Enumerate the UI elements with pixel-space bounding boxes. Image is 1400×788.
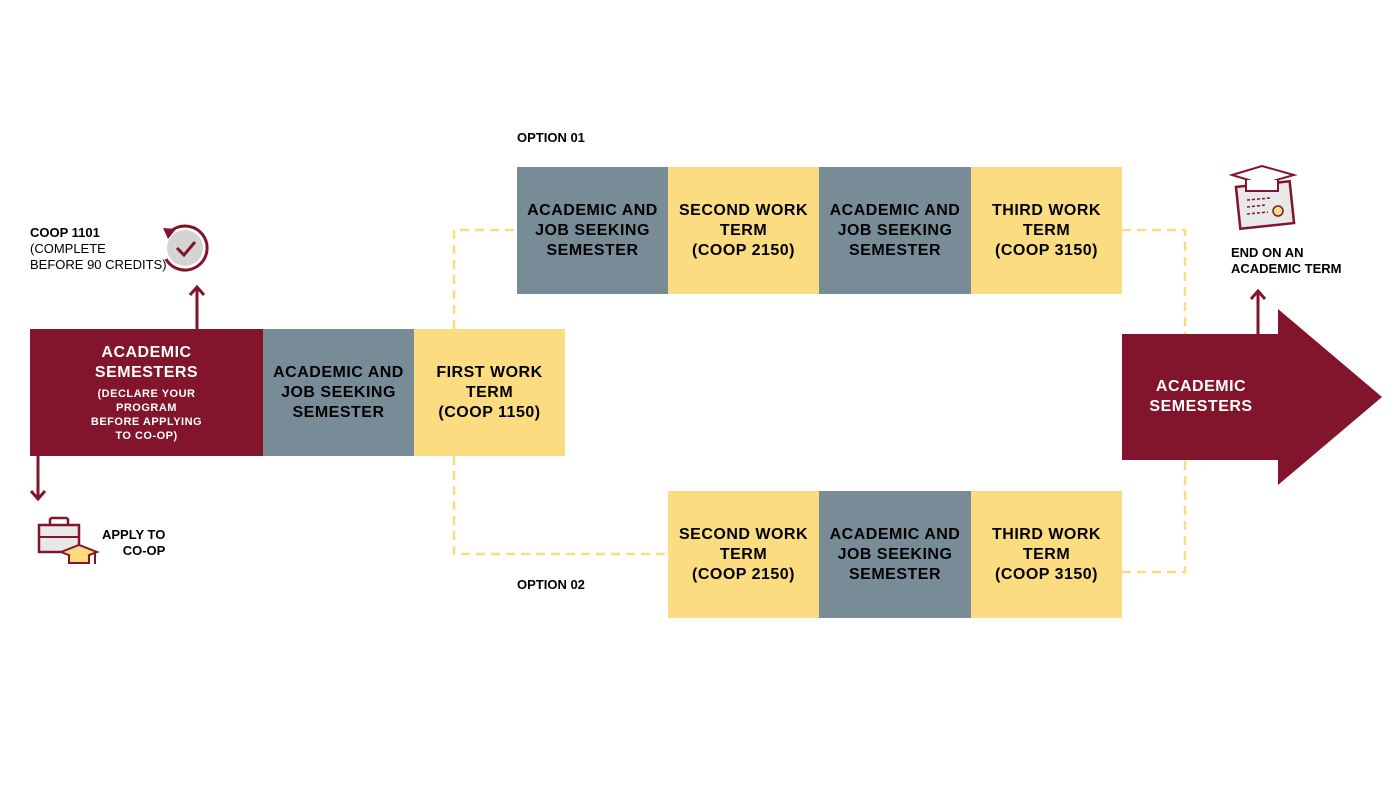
option2-connector-out bbox=[1122, 460, 1187, 574]
option2-job-seeking-box: ACADEMIC AND JOB SEEKING SEMESTER bbox=[819, 491, 971, 618]
job-seeking-line2: JOB SEEKING bbox=[281, 383, 396, 401]
first-work-term-box: FIRST WORK TERM (COOP 1150) bbox=[414, 329, 565, 456]
first-work-line2: TERM bbox=[465, 383, 514, 401]
option2-second-work-box: SECOND WORK TERM (COOP 2150) bbox=[668, 491, 819, 618]
option1-box3-line2: JOB SEEKING bbox=[837, 221, 953, 239]
option2-box2-line1: ACADEMIC AND bbox=[829, 525, 961, 543]
option2-box3-line2: TERM bbox=[1022, 545, 1071, 563]
first-work-line1: FIRST WORK bbox=[436, 363, 543, 381]
option2-box2-line2: JOB SEEKING bbox=[837, 545, 953, 563]
refresh-check-icon bbox=[163, 224, 209, 272]
first-work-line3: (COOP 1150) bbox=[438, 403, 541, 421]
job-seeking-box-main: ACADEMIC AND JOB SEEKING SEMESTER bbox=[263, 329, 414, 456]
option2-connector-in bbox=[452, 456, 668, 556]
option1-box2-line2: TERM bbox=[719, 221, 768, 239]
final-arrow-shape bbox=[1122, 309, 1382, 485]
option1-box1-line2: JOB SEEKING bbox=[535, 221, 650, 239]
academic-semesters-note1: (DECLARE YOUR bbox=[97, 387, 196, 400]
option1-connector-in bbox=[452, 228, 517, 329]
job-seeking-line3: SEMESTER bbox=[292, 403, 385, 421]
option1-box2-line1: SECOND WORK bbox=[678, 201, 809, 219]
option2-box3-line1: THIRD WORK bbox=[992, 525, 1101, 543]
end-line2: ACADEMIC TERM bbox=[1231, 261, 1342, 276]
diploma-graduation-icon bbox=[1228, 164, 1298, 231]
coop1101-title: COOP 1101 bbox=[30, 225, 100, 240]
briefcase-graduation-icon bbox=[37, 516, 100, 564]
up-arrow-end bbox=[1249, 288, 1267, 334]
apply-line2: CO-OP bbox=[122, 543, 166, 558]
end-label: END ON AN ACADEMIC TERM bbox=[1231, 245, 1342, 277]
option1-box3-line3: SEMESTER bbox=[848, 241, 941, 259]
option1-box4-line1: THIRD WORK bbox=[992, 201, 1101, 219]
option2-box1-line3: (COOP 2150) bbox=[691, 565, 796, 583]
coop1101-line2: BEFORE 90 CREDITS) bbox=[30, 257, 167, 272]
job-seeking-line1: ACADEMIC AND bbox=[273, 363, 404, 381]
option1-box1-line1: ACADEMIC AND bbox=[527, 201, 658, 219]
option1-third-work-box: THIRD WORK TERM (COOP 3150) bbox=[971, 167, 1122, 294]
option1-second-work-box: SECOND WORK TERM (COOP 2150) bbox=[668, 167, 819, 294]
up-arrow-coop1101 bbox=[188, 284, 206, 329]
option1-connector-out bbox=[1122, 228, 1187, 335]
option1-box4-line2: TERM bbox=[1022, 221, 1071, 239]
academic-semesters-line2: SEMESTERS bbox=[94, 363, 199, 381]
coop1101-label: COOP 1101 (COMPLETE BEFORE 90 CREDITS) bbox=[30, 225, 167, 273]
option2-box1-line1: SECOND WORK bbox=[678, 525, 809, 543]
final-line2: SEMESTERS bbox=[1149, 398, 1253, 415]
final-line1: ACADEMIC bbox=[1155, 378, 1247, 395]
end-line1: END ON AN bbox=[1231, 245, 1304, 260]
option1-job-seeking-box-1: ACADEMIC AND JOB SEEKING SEMESTER bbox=[517, 167, 668, 294]
option1-box2-line3: (COOP 2150) bbox=[691, 241, 796, 259]
option2-box2-line3: SEMESTER bbox=[848, 565, 941, 583]
academic-semesters-note4: TO CO-OP) bbox=[115, 429, 178, 442]
coop1101-line1: (COMPLETE bbox=[30, 241, 106, 256]
academic-semesters-line1: ACADEMIC bbox=[101, 343, 192, 361]
final-academic-semesters-label: ACADEMIC SEMESTERS bbox=[1122, 334, 1280, 460]
down-arrow-apply bbox=[29, 456, 47, 502]
academic-semesters-note3: BEFORE APPLYING bbox=[90, 415, 203, 428]
option1-job-seeking-box-2: ACADEMIC AND JOB SEEKING SEMESTER bbox=[819, 167, 971, 294]
option1-label: OPTION 01 bbox=[517, 130, 585, 145]
apply-label: APPLY TO CO-OP bbox=[102, 527, 165, 559]
option2-third-work-box: THIRD WORK TERM (COOP 3150) bbox=[971, 491, 1122, 618]
academic-semesters-box: ACADEMIC SEMESTERS (DECLARE YOUR PROGRAM… bbox=[30, 329, 263, 456]
apply-line1: APPLY TO bbox=[102, 527, 166, 542]
option1-box3-line1: ACADEMIC AND bbox=[829, 201, 961, 219]
option2-label: OPTION 02 bbox=[517, 577, 585, 592]
academic-semesters-note2: PROGRAM bbox=[116, 401, 177, 414]
option2-box1-line2: TERM bbox=[719, 545, 768, 563]
option1-box4-line3: (COOP 3150) bbox=[994, 241, 1099, 259]
option2-box3-line3: (COOP 3150) bbox=[994, 565, 1099, 583]
option1-box1-line3: SEMESTER bbox=[546, 241, 639, 259]
